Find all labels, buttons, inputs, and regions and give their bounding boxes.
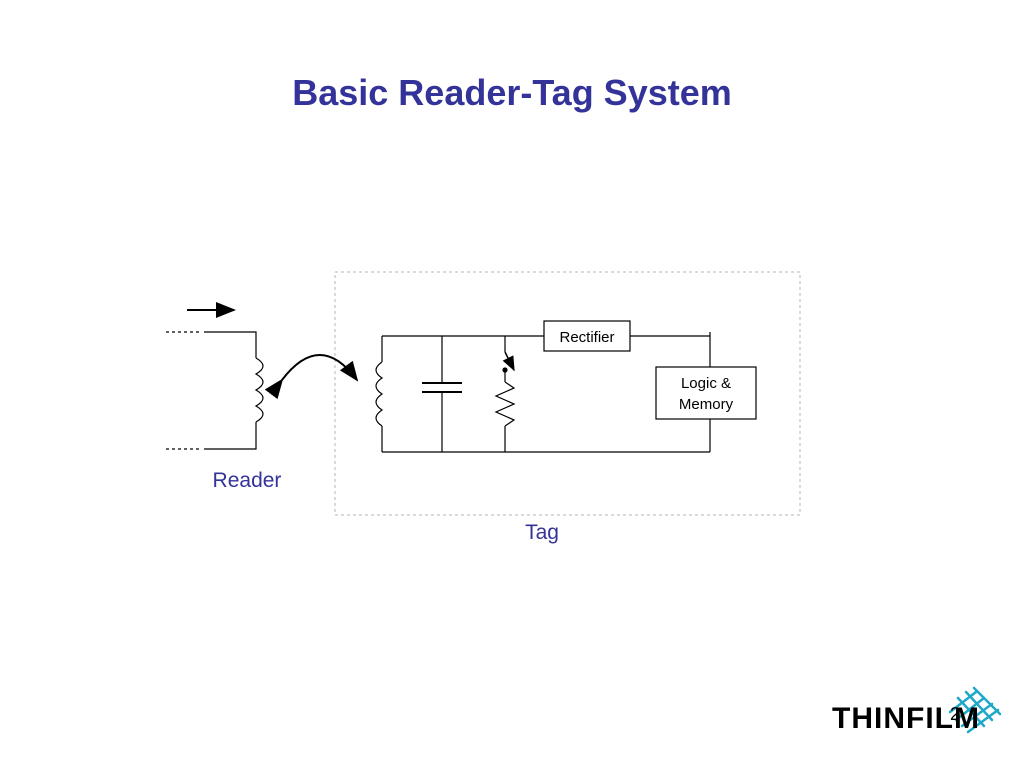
modulation-switch	[502, 336, 515, 373]
logic-label-line2: Memory	[679, 396, 734, 413]
logic-memory-block: Logic & Memory	[655, 366, 757, 420]
rectifier-block: Rectifier	[543, 320, 631, 352]
thinfilm-mesh-icon	[948, 686, 1002, 734]
tag-circuit	[375, 332, 711, 453]
page-number: 2	[950, 704, 961, 724]
reader-label: Reader	[213, 469, 282, 492]
tag-coil	[375, 361, 384, 427]
reader-circuit	[166, 331, 264, 450]
thinfilm-logo: THINFILM	[832, 702, 980, 735]
capacitor	[422, 336, 462, 452]
rectifier-label: Rectifier	[559, 329, 614, 346]
load-resistor	[494, 381, 516, 427]
reader-coil	[254, 357, 264, 423]
logic-label-line1: Logic &	[681, 375, 731, 392]
coupling-arrow	[264, 354, 359, 400]
slide-title: Basic Reader-Tag System	[292, 72, 732, 113]
tag-label: Tag	[525, 521, 559, 544]
